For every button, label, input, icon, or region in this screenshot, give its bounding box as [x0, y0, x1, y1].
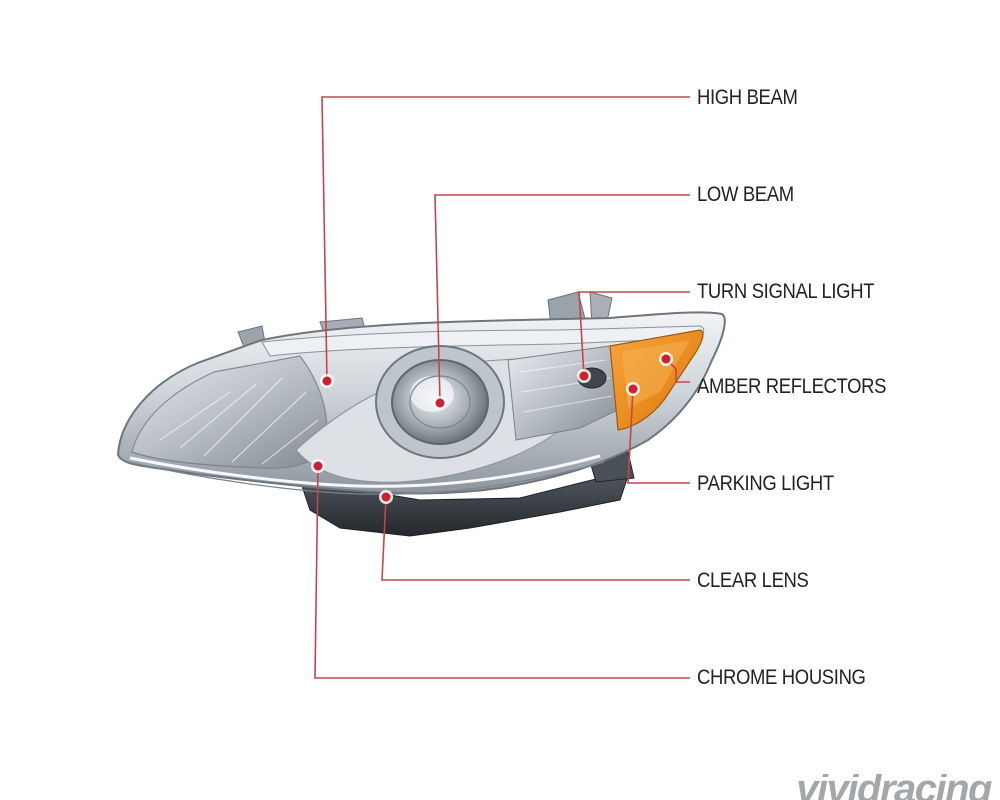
label-turn-signal-light: TURN SIGNAL LIGHT [697, 280, 875, 303]
callout-dot-high-beam [320, 374, 334, 388]
label-low-beam: LOW BEAM [697, 183, 794, 206]
label-clear-lens: CLEAR LENS [697, 569, 809, 592]
leader-line-turn-signal-light [578, 291, 690, 377]
leader-line-low-beam [434, 194, 690, 404]
amber-reflector [609, 329, 704, 431]
label-parking-light: PARKING LIGHT [697, 472, 834, 495]
callout-dot-low-beam [433, 396, 447, 410]
leader-lines [314, 96, 690, 679]
callout-dot-parking-light [626, 382, 640, 396]
logo-wordmark: vividracing [796, 774, 992, 800]
headlight-illustration [116, 291, 726, 537]
leader-line-amber-reflectors [665, 358, 690, 383]
callout-dot-amber-reflectors [659, 352, 673, 366]
leader-line-chrome-housing [314, 465, 690, 679]
upper-chrome-bar [261, 325, 705, 357]
vividracing-logo: vividracing [792, 774, 997, 800]
reflector-facets [159, 377, 319, 465]
lower-chrome-edge [127, 461, 605, 495]
leader-line-clear-lens [381, 496, 690, 581]
callout-dot-turn-signal-light [577, 369, 591, 383]
lower-chrome-trim [129, 454, 601, 488]
rear-housing [299, 469, 631, 537]
callout-dot-clear-lens [379, 490, 393, 504]
projector-highlight [410, 376, 454, 412]
callout-dots [311, 352, 673, 504]
leader-line-parking-light [627, 388, 690, 484]
label-amber-reflectors: AMBER REFLECTORS [697, 375, 887, 398]
callout-dot-chrome-housing [311, 459, 325, 473]
leader-line-high-beam [321, 96, 690, 382]
label-chrome-housing: CHROME HOUSING [697, 666, 866, 689]
label-high-beam: HIGH BEAM [697, 86, 798, 109]
